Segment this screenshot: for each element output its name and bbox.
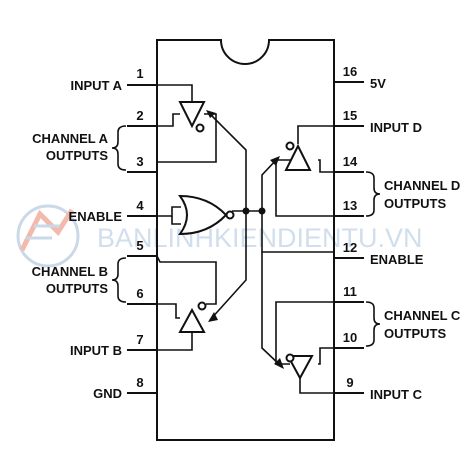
internal-wiring bbox=[156, 84, 335, 394]
right-pin-stubs bbox=[334, 81, 364, 394]
pin-10-number: 10 bbox=[343, 330, 357, 345]
channel-c-label-line1: CHANNEL C bbox=[384, 308, 461, 323]
pin-4-number: 4 bbox=[136, 198, 144, 213]
pin-7-label: INPUT B bbox=[70, 343, 122, 358]
pin-12-label: ENABLE bbox=[370, 252, 424, 267]
channel-a-label-line2: OUTPUTS bbox=[46, 148, 108, 163]
pin-15-label: INPUT D bbox=[370, 120, 422, 135]
pin-16-number: 16 bbox=[343, 64, 357, 79]
pin-8-label: GND bbox=[93, 386, 122, 401]
channel-a-label-line1: CHANNEL A bbox=[32, 131, 108, 146]
pin-1-label: INPUT A bbox=[70, 78, 122, 93]
bracket-channel-a bbox=[111, 125, 127, 171]
pin-9-number: 9 bbox=[346, 375, 353, 390]
pin-9-label: INPUT C bbox=[370, 387, 423, 402]
watermark-logo bbox=[16, 204, 80, 268]
buffer-channel-c bbox=[285, 353, 314, 381]
pin-12-number: 12 bbox=[343, 240, 357, 255]
pin-5-number: 5 bbox=[136, 238, 143, 253]
junction-dot bbox=[242, 207, 250, 215]
channel-b-label-line2: OUTPUTS bbox=[46, 281, 108, 296]
pin-7-number: 7 bbox=[136, 332, 143, 347]
pin-16-label: 5V bbox=[370, 76, 386, 91]
pin-4-label: ENABLE bbox=[69, 209, 123, 224]
channel-d-label-line2: OUTPUTS bbox=[384, 196, 446, 211]
bracket-channel-c bbox=[365, 301, 381, 347]
left-pin-stubs bbox=[127, 84, 157, 394]
buffer-channel-d bbox=[284, 141, 312, 171]
bracket-channel-b bbox=[111, 257, 127, 303]
pin-8-number: 8 bbox=[136, 375, 143, 390]
package-outline bbox=[156, 39, 335, 441]
pin-15-number: 15 bbox=[343, 108, 357, 123]
pin-6-number: 6 bbox=[136, 286, 143, 301]
enable-nor-gate bbox=[178, 194, 235, 236]
watermark-text: BANLINHKIENDIENTU.VN bbox=[97, 223, 423, 253]
junction-dot bbox=[258, 207, 266, 215]
pin-1-number: 1 bbox=[136, 66, 143, 81]
bracket-channel-d bbox=[365, 171, 381, 217]
channel-b-label-line1: CHANNEL B bbox=[32, 264, 108, 279]
arrowheads bbox=[206, 110, 284, 369]
pin-14-number: 14 bbox=[343, 154, 358, 169]
channel-d-label-line1: CHANNEL D bbox=[384, 178, 460, 193]
buffer-channel-b bbox=[178, 301, 207, 333]
pin-13-number: 13 bbox=[343, 198, 357, 213]
pin-3-number: 3 bbox=[136, 154, 143, 169]
buffer-channel-a bbox=[178, 101, 206, 133]
pin-11-number: 11 bbox=[343, 284, 357, 299]
pin-2-number: 2 bbox=[136, 108, 143, 123]
channel-c-label-line2: OUTPUTS bbox=[384, 326, 446, 341]
